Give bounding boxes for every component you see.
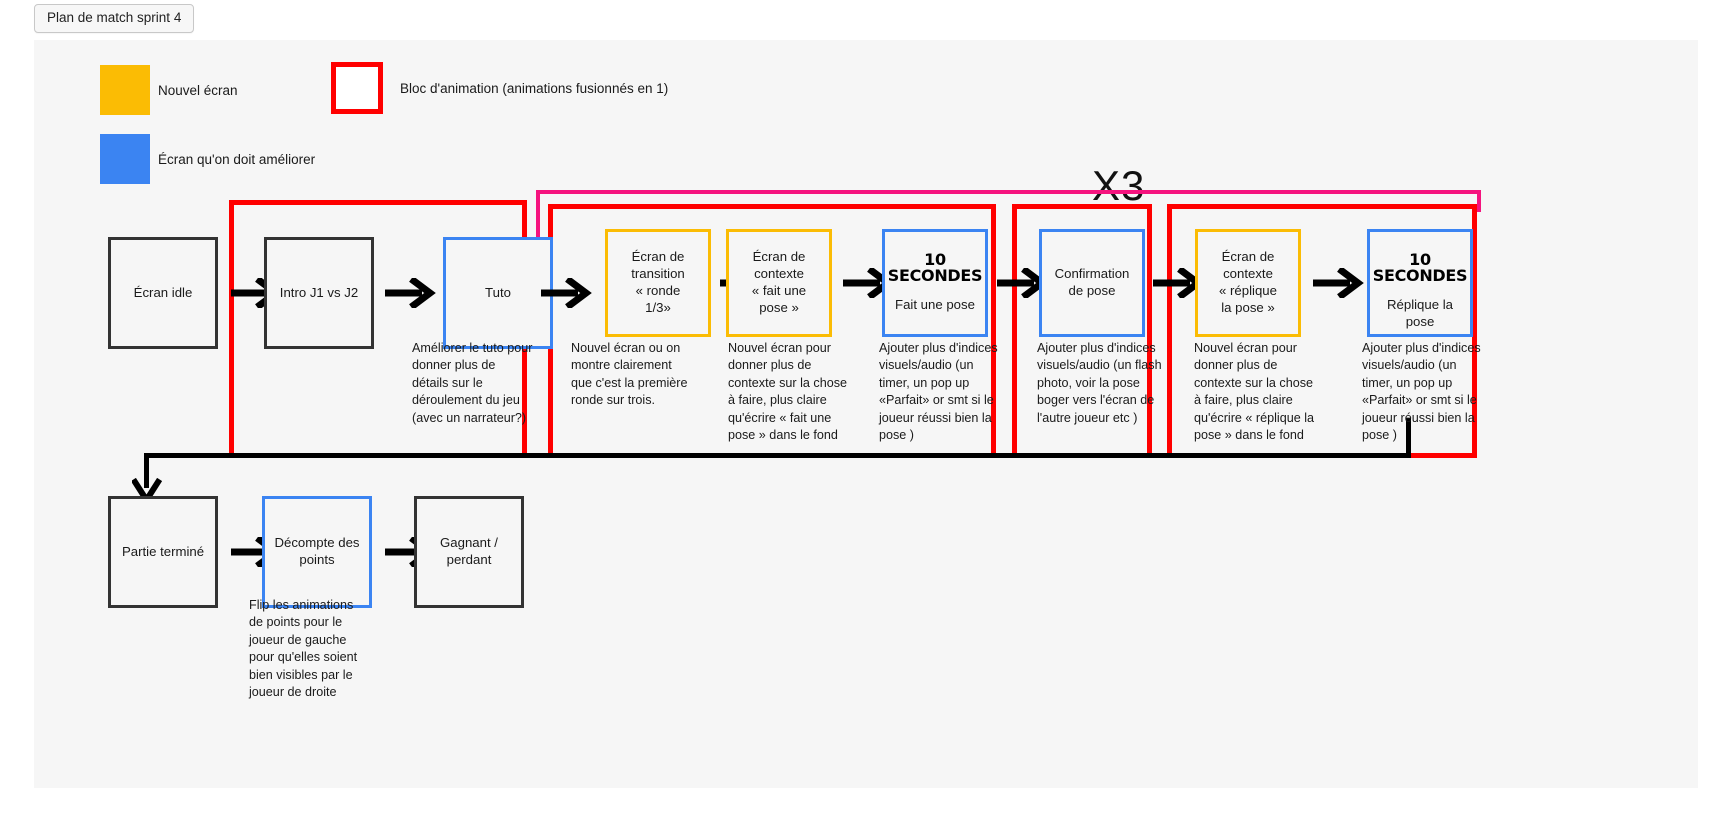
return-path-horizontal bbox=[144, 453, 1411, 458]
node-title: Gagnant / perdant bbox=[440, 535, 498, 567]
return-path-vertical-left bbox=[144, 453, 149, 488]
node-confirmation-de-pose[interactable]: Confirmation de pose bbox=[1039, 229, 1145, 337]
legend-swatch-ecran-a-ameliorer bbox=[100, 134, 150, 184]
note-ecran-de-contexte-replique-la-pose: Nouvel écran pour donner plus de context… bbox=[1194, 341, 1315, 442]
legend-swatch-bloc-animation bbox=[331, 62, 383, 114]
note-ecran-de-transition-ronde: Nouvel écran ou on montre clairement que… bbox=[571, 341, 688, 408]
node-title: Fait une pose bbox=[895, 297, 975, 312]
node-decompte-des-points[interactable]: Décompte des points bbox=[262, 496, 372, 608]
node-gagnant-perdant[interactable]: Gagnant / perdant bbox=[414, 496, 524, 608]
node-title: Décompte des points bbox=[274, 535, 360, 567]
note-confirmation-de-pose: Ajouter plus d'indices visuels/audio (un… bbox=[1037, 341, 1162, 425]
node-ecran-de-contexte-fait-une-pose[interactable]: Écran de contexte « fait une pose » bbox=[726, 229, 832, 337]
node-title: Réplique la pose bbox=[1387, 297, 1453, 329]
tab-plan-de-match-sprint-4[interactable]: Plan de match sprint 4 bbox=[34, 4, 195, 33]
node-title: Écran idle bbox=[133, 284, 193, 300]
loop-line-vertical-left bbox=[536, 190, 540, 258]
loop-line-horizontal bbox=[536, 190, 1481, 194]
legend-label-nouvel-ecran: Nouvel écran bbox=[158, 83, 238, 98]
arrow-intro-to-tuto bbox=[385, 278, 436, 308]
legend-label-bloc-animation: Bloc d'animation (animations fusionnés e… bbox=[400, 81, 669, 96]
loop-line-vertical-right bbox=[1477, 190, 1481, 212]
return-path-vertical-right bbox=[1406, 418, 1411, 458]
node-title: Confirmation de pose bbox=[1054, 266, 1130, 298]
note-ecran-de-contexte-fait-une-pose: Nouvel écran pour donner plus de context… bbox=[728, 341, 848, 442]
tab-bar: Plan de match sprint 4 bbox=[0, 0, 1731, 37]
node-timer-badge: 10 SECONDES bbox=[1372, 250, 1468, 285]
whiteboard-canvas[interactable]: Nouvel écran Écran qu'on doit améliorer … bbox=[34, 40, 1698, 788]
node-title: Intro J1 vs J2 bbox=[279, 284, 359, 300]
node-title: Écran de contexte « fait une pose » bbox=[751, 249, 807, 315]
node-title: Tuto bbox=[485, 284, 511, 300]
arrow-tuto-to-transition bbox=[541, 278, 592, 308]
node-ecran-de-transition-ronde[interactable]: Écran de transition « ronde 1/3» bbox=[605, 229, 711, 337]
node-timer-badge: 10 SECONDES bbox=[887, 250, 983, 285]
node-title: Écran de contexte « réplique la pose » bbox=[1219, 249, 1277, 315]
note-replique-la-pose: Ajouter plus d'indices visuels/audio (un… bbox=[1362, 341, 1481, 442]
node-intro-j1-vs-j2[interactable]: Intro J1 vs J2 bbox=[264, 237, 374, 349]
node-fait-une-pose[interactable]: 10 SECONDES Fait une pose bbox=[882, 229, 988, 337]
note-tuto: Améliorer le tuto pour donner plus de dé… bbox=[412, 341, 533, 425]
node-title: Écran de transition « ronde 1/3» bbox=[631, 249, 685, 315]
note-decompte-des-points: Flip les animations de points pour le jo… bbox=[249, 598, 358, 699]
node-ecran-idle[interactable]: Écran idle bbox=[108, 237, 218, 349]
node-ecran-de-contexte-replique-la-pose[interactable]: Écran de contexte « réplique la pose » bbox=[1195, 229, 1301, 337]
node-partie-termine[interactable]: Partie terminé bbox=[108, 496, 218, 608]
repeat-count-label: X3 bbox=[1092, 162, 1146, 209]
legend-label-ecran-a-ameliorer: Écran qu'on doit améliorer bbox=[158, 152, 316, 167]
node-replique-la-pose[interactable]: 10 SECONDES Réplique la pose bbox=[1367, 229, 1473, 337]
note-fait-une-pose: Ajouter plus d'indices visuels/audio (un… bbox=[879, 341, 998, 442]
legend-swatch-nouvel-ecran bbox=[100, 65, 150, 115]
arrow-contexte-replique-to-replique-pose bbox=[1313, 268, 1364, 298]
node-title: Partie terminé bbox=[121, 543, 205, 559]
node-tuto[interactable]: Tuto bbox=[443, 237, 553, 349]
